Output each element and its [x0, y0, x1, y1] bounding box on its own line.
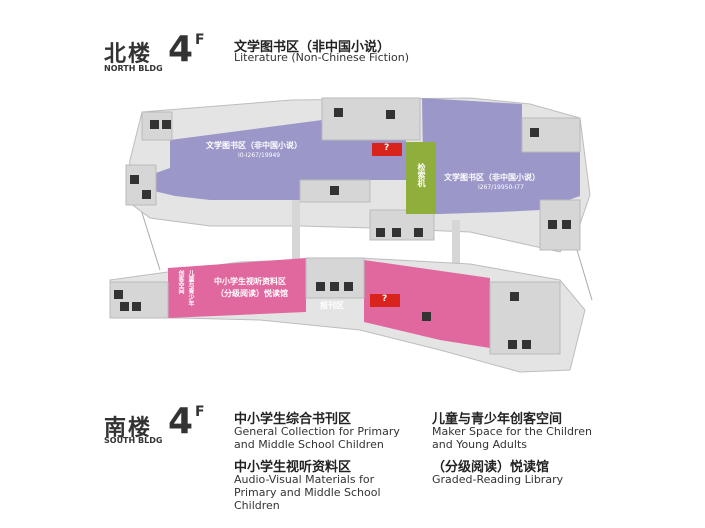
north-room-left: [125, 164, 157, 206]
north-room-right-top: [521, 117, 581, 153]
stairs-icon: [344, 282, 353, 291]
restroom-icon: [508, 340, 517, 349]
stairs-icon: [422, 312, 431, 321]
elevator-icon: [114, 290, 123, 299]
north-floor-suffix: F: [195, 32, 205, 48]
south-legend-0-en: General Collection for Primary and Middl…: [234, 425, 400, 451]
north-zone-right-label: 文学图书区（非中国小说）: [444, 173, 540, 182]
elevator-icon: [530, 128, 539, 137]
elevator-icon: [510, 292, 519, 301]
bridge-left: [292, 200, 300, 270]
restroom-icon: [548, 220, 557, 229]
stairs-icon: [334, 108, 343, 117]
south-legend-2-en: Maker Space for the Children and Young A…: [432, 425, 592, 451]
south-bldg-title: 南楼: [104, 416, 153, 441]
south-periodical-label: 报刊区: [320, 301, 344, 310]
south-maker-label-2: 创客空间: [177, 270, 184, 294]
bridge-right: [452, 220, 460, 270]
restroom-icon: [562, 220, 571, 229]
north-zone-right[interactable]: [422, 98, 580, 214]
elevator-icon: [130, 175, 139, 184]
south-info-icon: ?: [382, 294, 388, 304]
south-legend-1-cn: 中小学生视听资料区: [234, 460, 352, 475]
south-legend-1-en: Audio-Visual Materials for Primary and M…: [234, 473, 381, 512]
north-bldg-subtitle: NORTH BLDG: [104, 64, 163, 73]
south-floor-suffix: F: [195, 404, 205, 420]
north-room-right-bottom: [539, 199, 581, 251]
north-legend-cn: 文学图书区（非中国小说）: [234, 40, 391, 55]
catalog-area[interactable]: [406, 142, 436, 214]
south-zone-av-label: 中小学生视听资料区: [214, 277, 286, 286]
south-zone-av-sublabel: （分级阅读）悦读馆: [216, 289, 288, 298]
elevator-icon: [386, 110, 395, 119]
elevator-icon: [316, 282, 325, 291]
restroom-icon: [142, 190, 151, 199]
north-zone-right-range: I267/19950-I77: [478, 184, 524, 191]
north-room-top: [321, 97, 421, 141]
north-bldg-title: 北楼: [104, 42, 153, 67]
north-floor-number: 4: [168, 29, 194, 70]
elevator-icon: [150, 120, 159, 129]
south-room-left: [109, 281, 169, 319]
restroom-icon: [132, 302, 141, 311]
south-zone-av[interactable]: [168, 258, 306, 318]
south-legend-3-en: Graded-Reading Library: [432, 473, 564, 486]
south-room-center: [305, 257, 365, 299]
north-legend-en: Literature (Non-Chinese Fiction): [234, 51, 409, 64]
stairs-icon: [162, 120, 171, 129]
stairs-icon: [414, 228, 423, 237]
north-zone-left-label: 文学图书区（非中国小说）: [206, 141, 302, 150]
south-maker-label-1: 儿童与青少年: [187, 270, 194, 306]
south-bldg-subtitle: SOUTH BLDG: [104, 436, 163, 445]
north-zone-left[interactable]: [150, 120, 322, 200]
elevator-icon: [392, 228, 401, 237]
restroom-icon: [522, 340, 531, 349]
north-info-box[interactable]: [372, 143, 402, 156]
elevator-icon: [376, 228, 385, 237]
south-info-box[interactable]: [370, 294, 400, 307]
south-floor-number: 4: [168, 401, 194, 442]
south-legend-0-cn: 中小学生综合书刊区: [234, 412, 352, 427]
north-info-icon: ?: [384, 143, 390, 153]
south-zone-av-east[interactable]: [364, 260, 490, 348]
stairs-icon: [330, 186, 339, 195]
catalog-label: 检索机: [417, 163, 426, 187]
restroom-icon: [120, 302, 129, 311]
north-zone-left-range: I0-I267/19949: [238, 152, 281, 159]
south-legend-3-cn: （分级阅读）悦读馆: [432, 460, 550, 475]
elevator-icon: [330, 282, 339, 291]
south-legend-2-cn: 儿童与青少年创客空间: [432, 412, 563, 427]
